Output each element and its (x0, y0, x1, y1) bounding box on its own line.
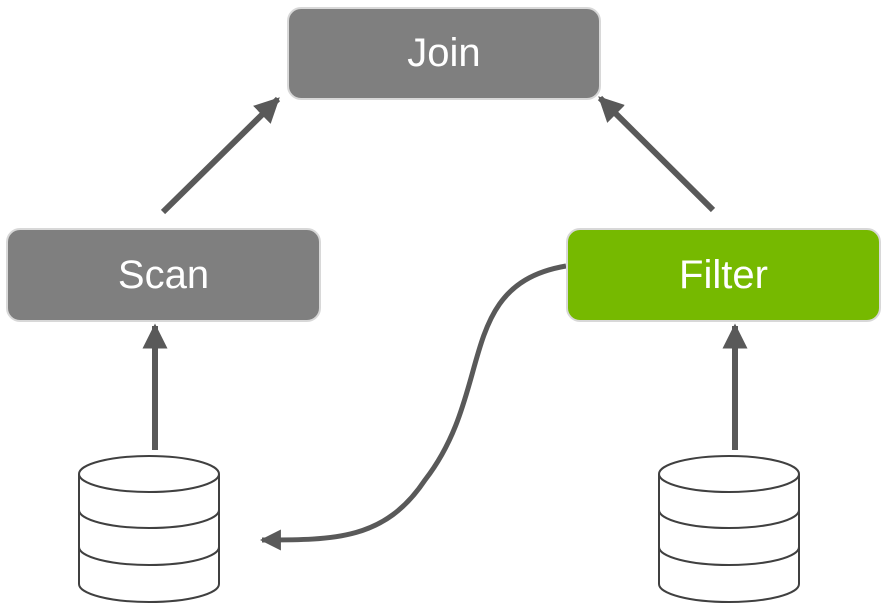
node-scan-label: Scan (117, 252, 210, 297)
node-filter-label: Filter (679, 252, 768, 297)
arrow-scan-to-join (160, 96, 281, 215)
node-scan: Scan (6, 228, 321, 322)
database-icon (78, 455, 220, 603)
node-filter: Filter (566, 228, 881, 322)
database-icon (658, 455, 800, 603)
node-join-label: Join (407, 31, 481, 75)
arrow-filter-to-join (597, 95, 716, 213)
node-join: Join (287, 7, 601, 100)
arrow-filter-to-left-db (259, 263, 567, 551)
